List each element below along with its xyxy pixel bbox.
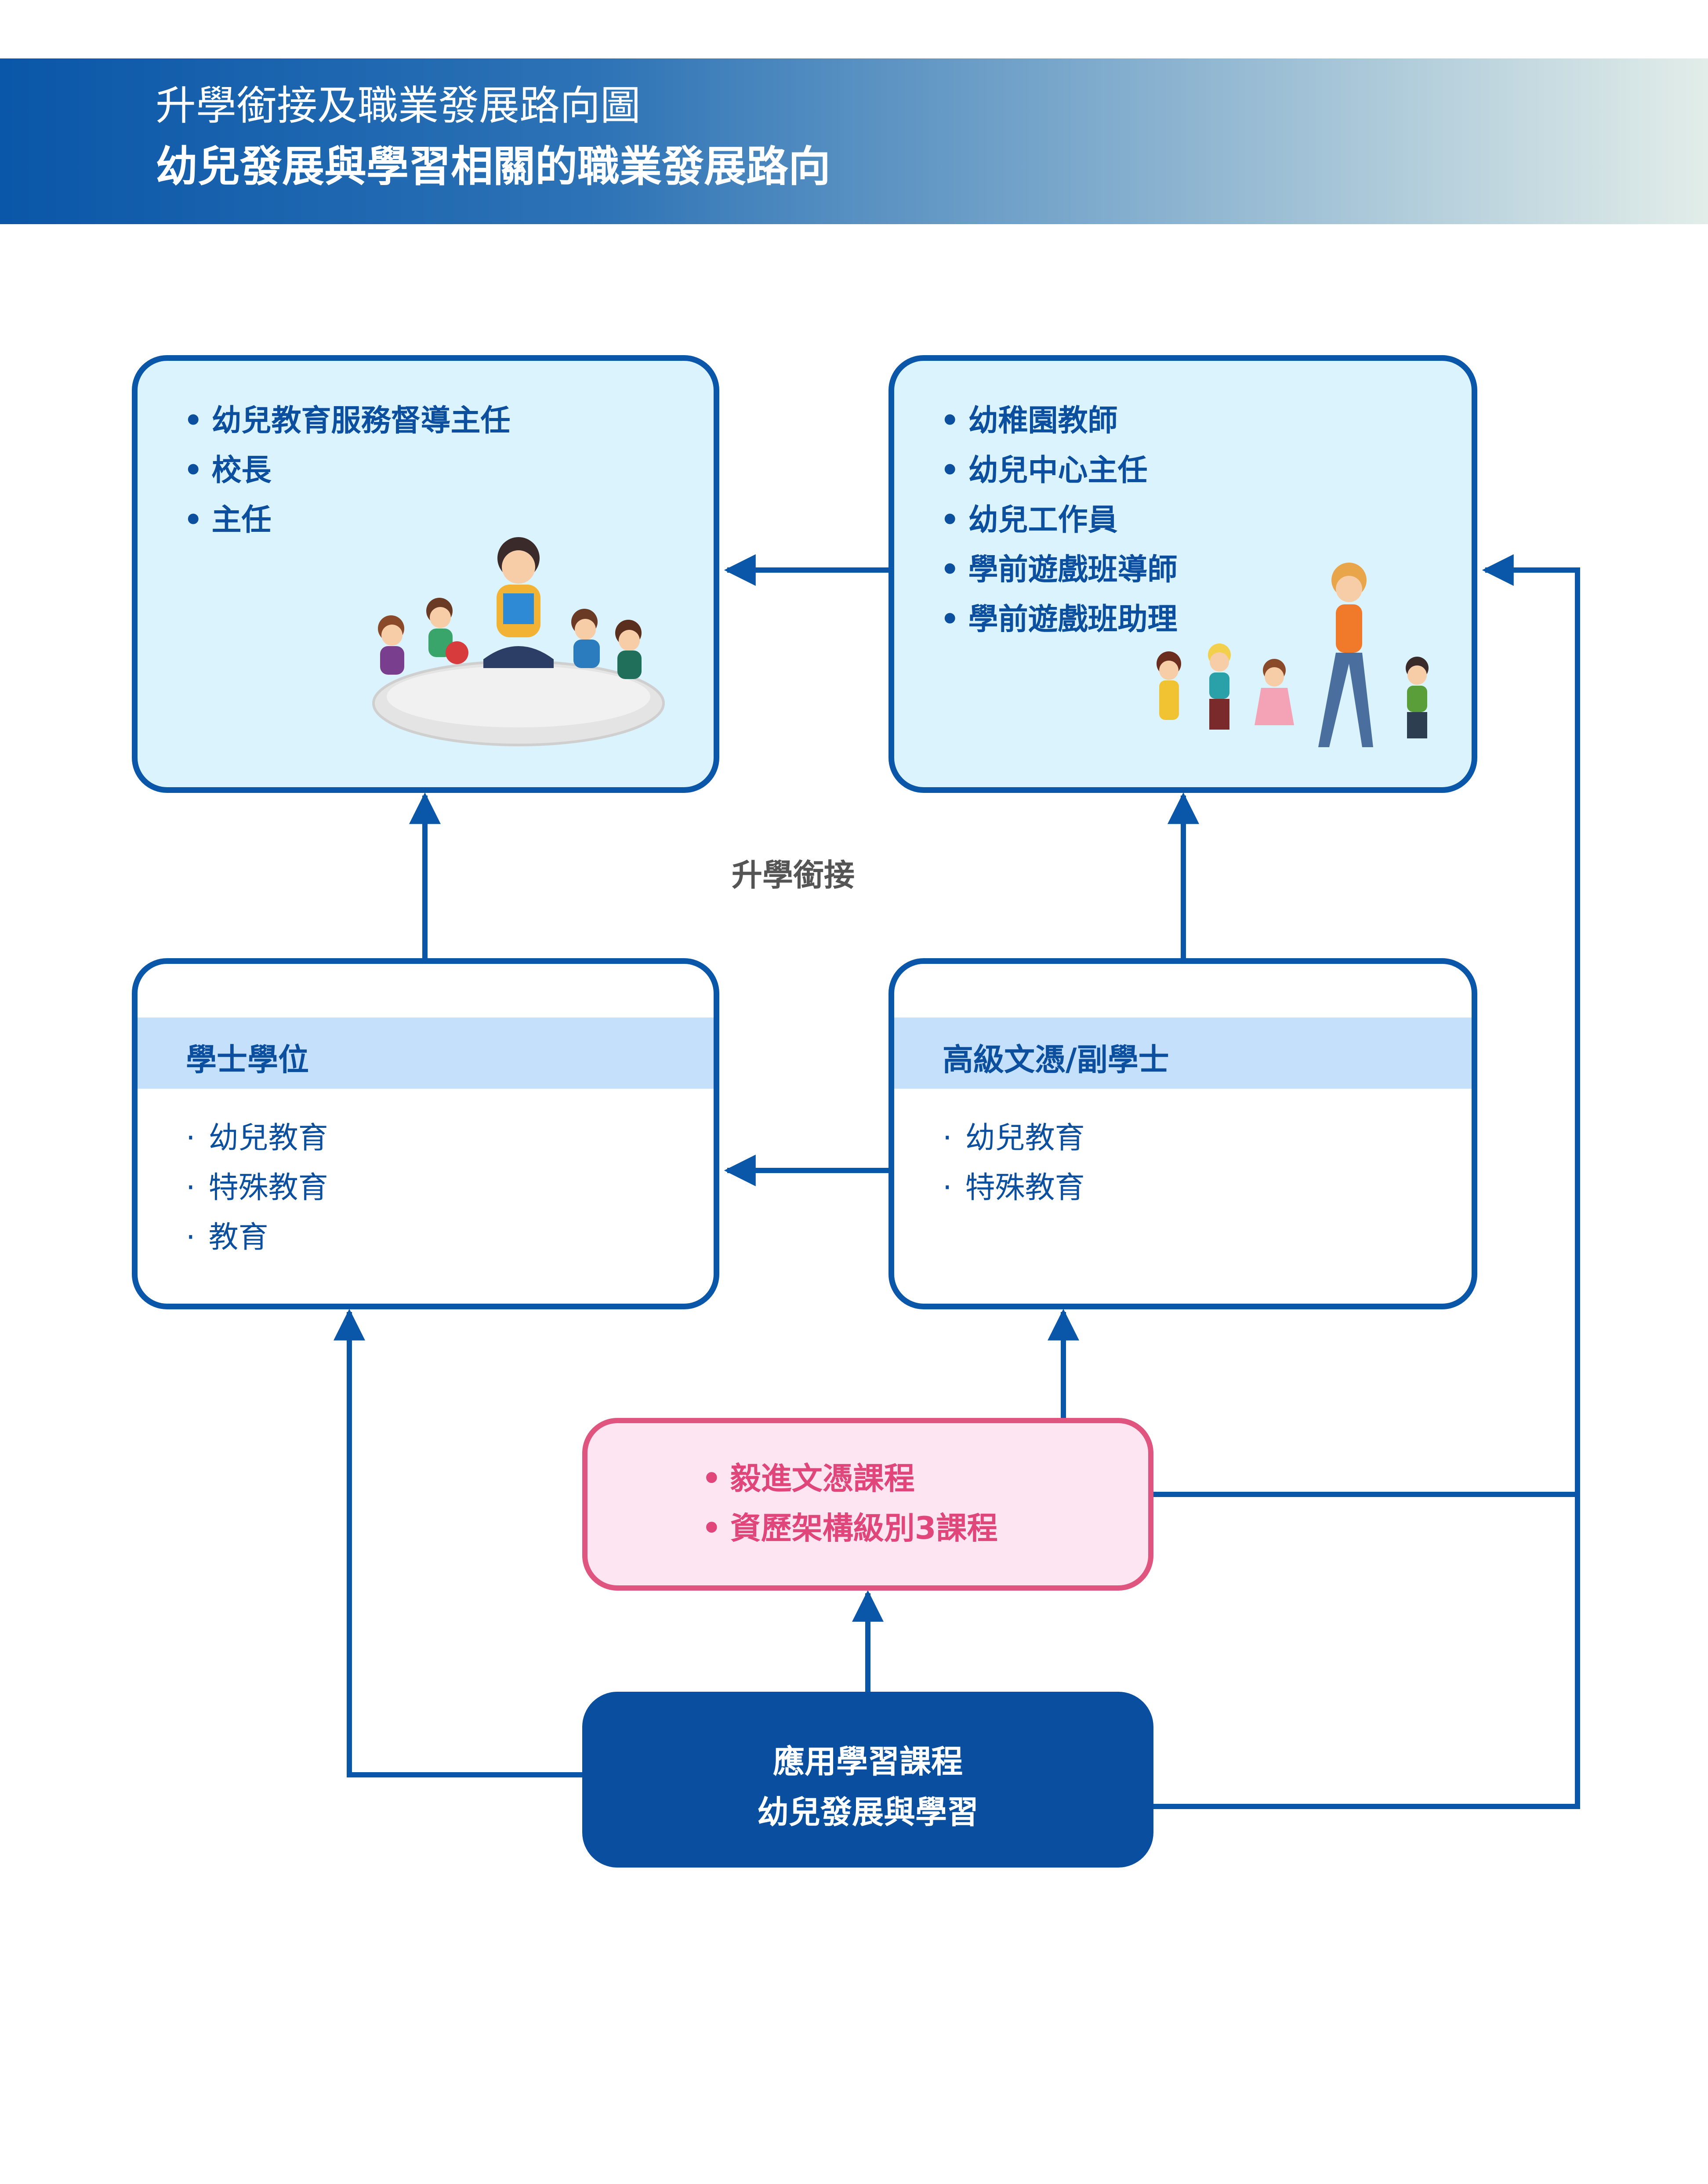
diploma-header-band: 高級文憑/副學士 [894,1018,1472,1089]
career-item: 主任 [184,495,510,545]
diploma-title: 高級文憑/副學士 [943,1042,1169,1078]
source-course-box: 應用學習課程 幼兒發展與學習 [582,1692,1153,1868]
career-item: 學前遊戲班導師 [940,545,1177,595]
teacher-walking-illustration [1157,563,1429,747]
career-list-management: 幼兒教育服務督導主任 校長 主任 [184,396,510,545]
teacher-reading-illustration [372,537,665,746]
pathway-course-item: 毅進文憑課程 [702,1454,997,1504]
diploma-box: 高級文憑/副學士 幼兒教育 特殊教育 [888,958,1477,1309]
pathway-courses-box: 毅進文憑課程 資歷架構級別3課程 [582,1418,1153,1591]
career-item: 幼兒中心主任 [940,446,1177,495]
career-box-management: 幼兒教育服務督導主任 校長 主任 [132,355,719,793]
header-subtitle: 升學銜接及職業發展路向圖 [156,82,641,129]
degree-header-band: 學士學位 [138,1018,714,1089]
diploma-programmes: 幼兒教育 特殊教育 [943,1113,1085,1213]
career-box-frontline: 幼稚園教師 幼兒中心主任 幼兒工作員 學前遊戲班導師 學前遊戲班助理 [888,355,1477,793]
programme-item: 幼兒教育 [186,1113,328,1163]
programme-item: 特殊教育 [943,1163,1085,1213]
career-list-frontline: 幼稚園教師 幼兒中心主任 幼兒工作員 學前遊戲班導師 學前遊戲班助理 [940,396,1177,644]
career-item: 學前遊戲班助理 [940,595,1177,644]
connector-source-to-right-path [1153,1492,1580,1809]
source-course-line1: 應用學習課程 [772,1743,963,1780]
career-item: 幼兒工作員 [940,495,1177,545]
source-course-line2: 幼兒發展與學習 [757,1794,979,1831]
degree-box: 學士學位 幼兒教育 特殊教育 教育 [132,958,719,1309]
programme-item: 幼兒教育 [943,1113,1085,1163]
pathway-course-item: 資歷架構級別3課程 [702,1504,998,1553]
career-item: 幼兒教育服務督導主任 [184,396,510,446]
degree-title: 學士學位 [186,1042,309,1078]
career-item: 幼稚園教師 [940,396,1177,446]
pathway-courses-list: 毅進文憑課程 資歷架構級別3課程 [702,1454,998,1553]
programme-item: 特殊教育 [186,1163,328,1213]
arrow-source-to-degree [334,1308,582,1777]
programme-item: 教育 [186,1213,328,1262]
header-banner [0,58,1708,224]
degree-programmes: 幼兒教育 特殊教育 教育 [186,1113,328,1262]
career-item: 校長 [184,446,510,495]
page-title: 幼兒發展與學習相關的職業發展路向 [156,142,830,191]
arrow-pink-to-right-career [1153,554,1580,1497]
progression-label: 升學銜接 [732,857,855,893]
